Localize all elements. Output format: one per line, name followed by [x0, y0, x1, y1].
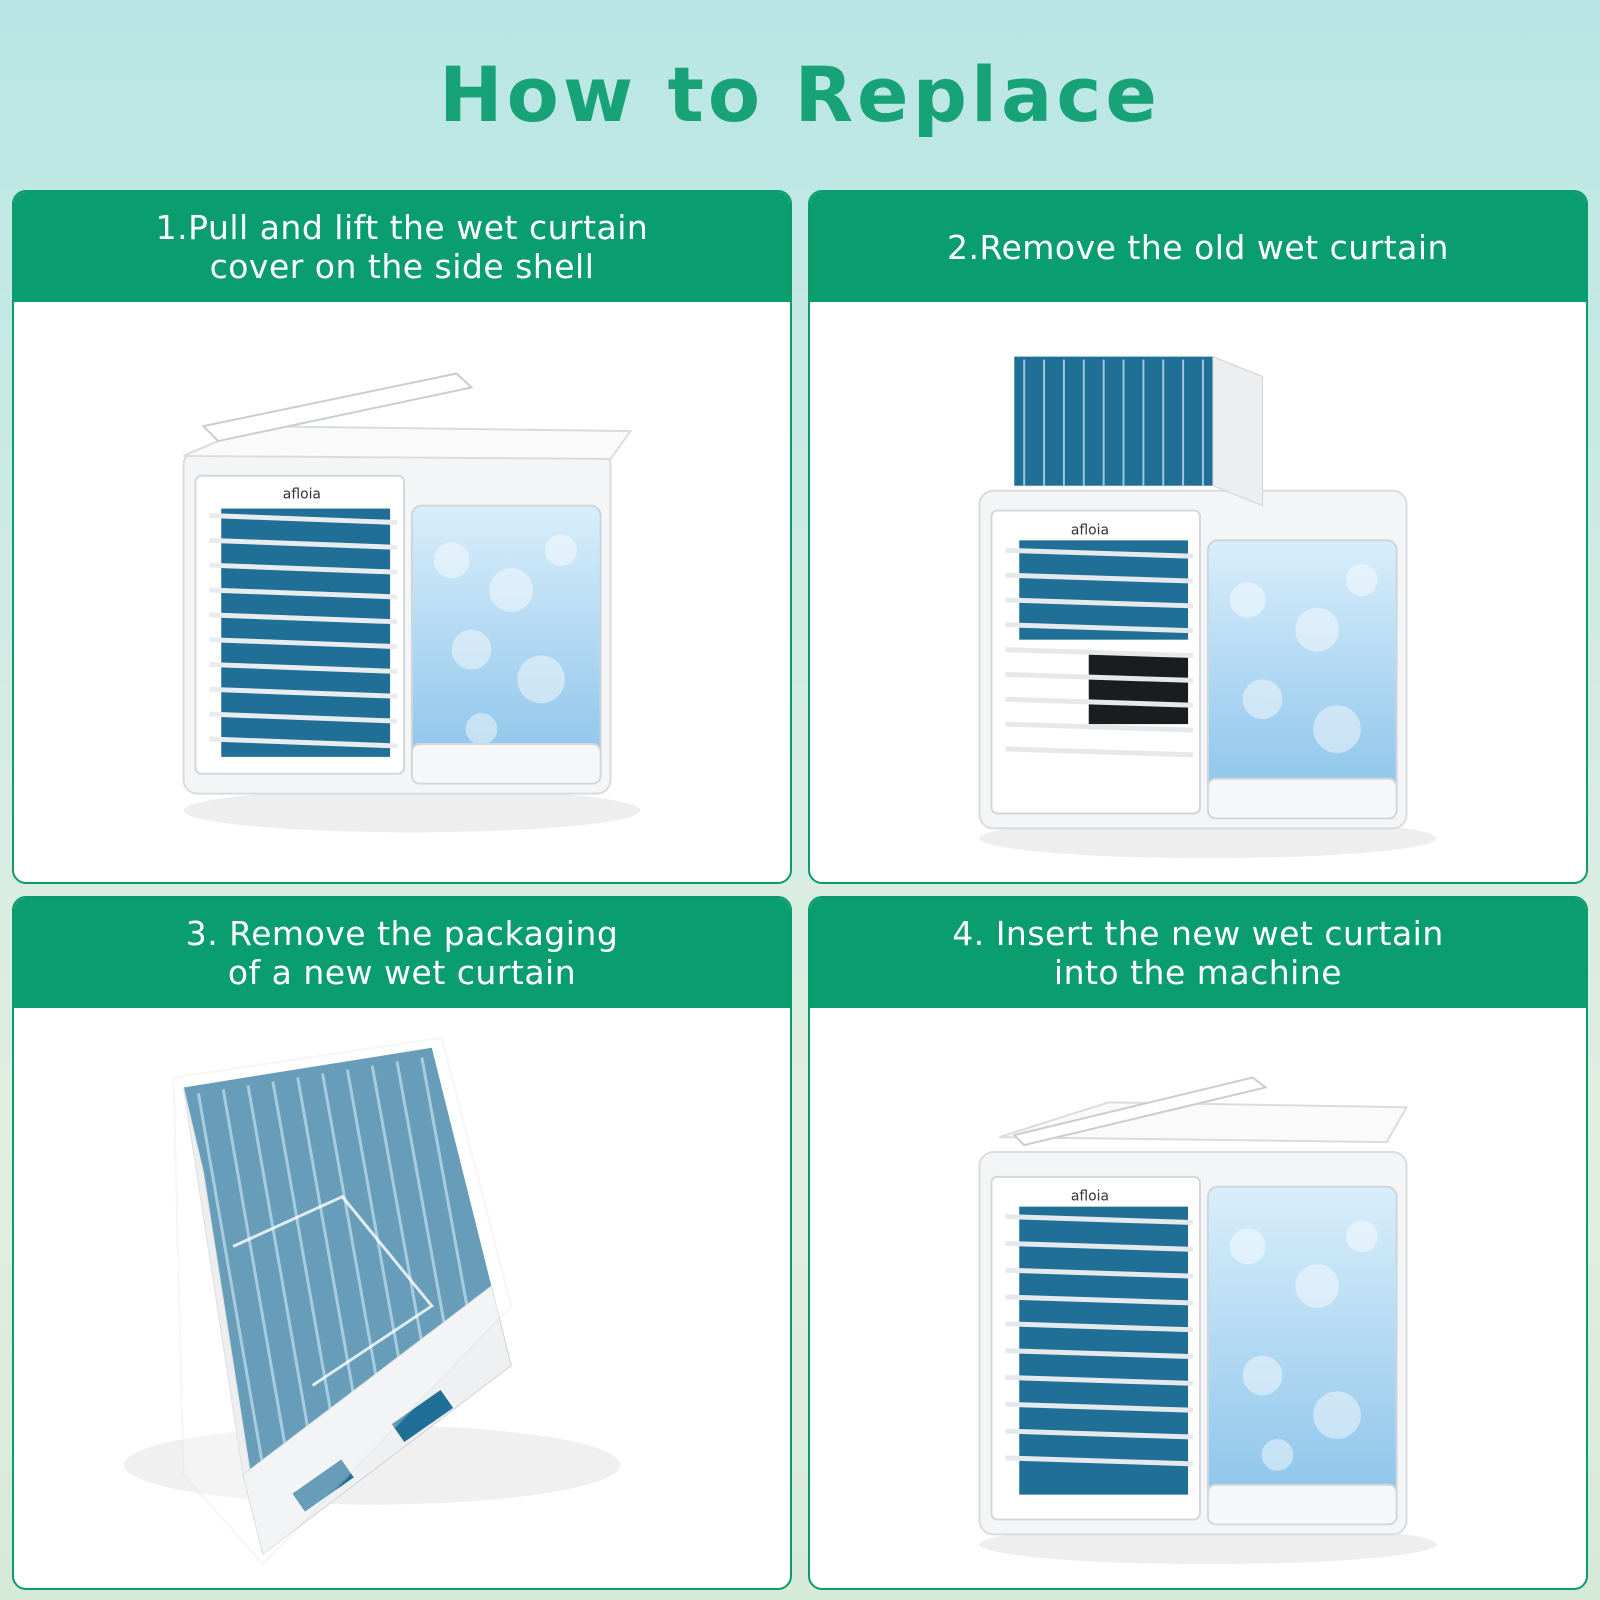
air-cooler-new-filter-image: afloia — [978, 1076, 1437, 1565]
brand-logo: afloia — [1071, 522, 1109, 538]
air-cooler-open-lid-image: afloia — [182, 372, 641, 833]
brand-logo: afloia — [283, 487, 321, 503]
filter-louvers — [209, 508, 398, 757]
step-4-header: 4. Insert the new wet curtain into the m… — [810, 898, 1586, 1008]
step-3-card: 3. Remove the packaging of a new wet cur… — [12, 896, 792, 1590]
step-2-illustration: afloia — [810, 302, 1586, 882]
step-1-illustration: afloia — [14, 302, 790, 882]
brand-logo: afloia — [1071, 1189, 1109, 1205]
packaged-wet-curtain-image — [123, 1036, 621, 1566]
page-title: How to Replace — [439, 50, 1161, 139]
step-1-card: 1.Pull and lift the wet curtain cover on… — [12, 190, 792, 884]
step-4-card: 4. Insert the new wet curtain into the m… — [808, 896, 1588, 1590]
step-1-label: 1.Pull and lift the wet curtain cover on… — [155, 208, 649, 286]
step-4-label: 4. Insert the new wet curtain into the m… — [952, 914, 1444, 992]
step-2-header: 2.Remove the old wet curtain — [810, 192, 1586, 302]
step-4-illustration: afloia — [810, 1008, 1586, 1588]
plastic-wrap — [172, 1036, 513, 1566]
step-3-illustration — [14, 1008, 790, 1588]
air-cooler-filter-removed-image: afloia — [978, 355, 1437, 859]
step-3-header: 3. Remove the packaging of a new wet cur… — [14, 898, 790, 1008]
old-filter — [1014, 355, 1264, 507]
step-3-label: 3. Remove the packaging of a new wet cur… — [185, 914, 619, 992]
step-2-card: 2.Remove the old wet curtain — [808, 190, 1588, 884]
step-2-label: 2.Remove the old wet curtain — [947, 227, 1449, 267]
step-1-header: 1.Pull and lift the wet curtain cover on… — [14, 192, 790, 302]
